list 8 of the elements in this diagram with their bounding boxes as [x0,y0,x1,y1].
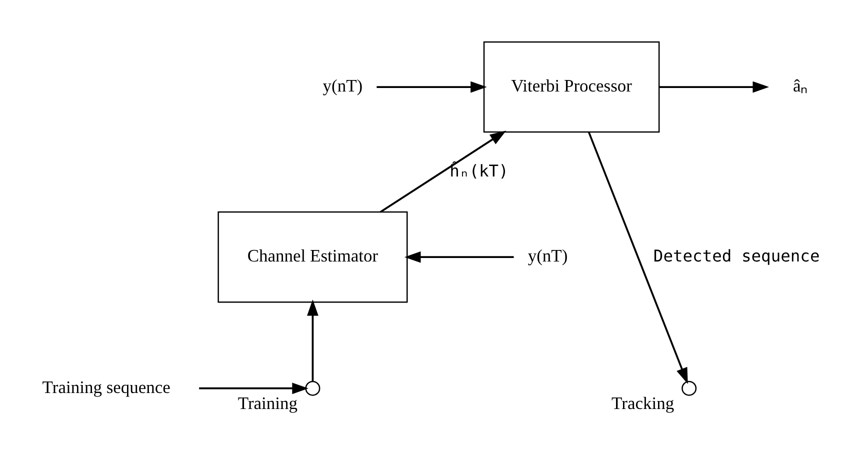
node-text: âₙ [792,76,808,96]
edge-label: Detected sequence [653,246,820,266]
node-text: y(nT) [528,246,568,266]
edge-label: ĥₙ(kT) [450,161,508,180]
node-text: Training sequence [42,376,170,397]
node-label: Training [238,393,298,414]
node-text: y(nT) [322,76,363,96]
node-label: Tracking [612,393,674,414]
